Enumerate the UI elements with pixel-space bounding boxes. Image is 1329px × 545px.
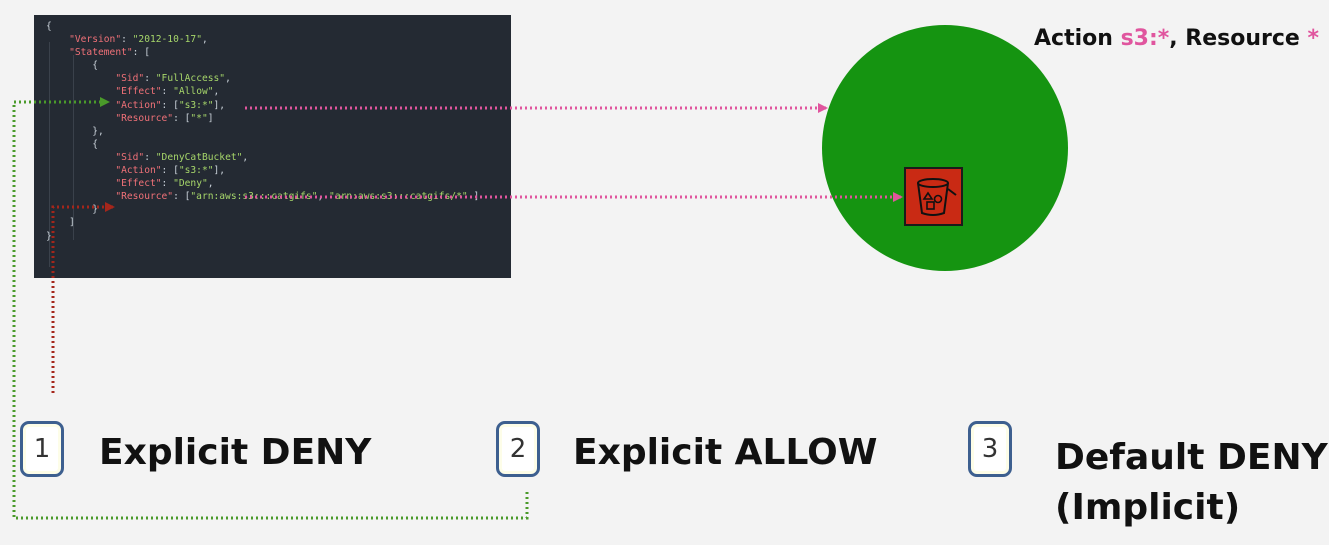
scope-label: Action s3:*, Resource * <box>1034 26 1319 51</box>
indent-guide <box>73 55 74 240</box>
code-line: { <box>46 60 98 72</box>
scope-label-resource: * <box>1307 26 1320 51</box>
code-line: "Effect": "Allow", <box>115 86 220 98</box>
indent-guide <box>49 42 50 267</box>
code-line: }, <box>46 125 104 137</box>
code-line: "Action": ["s3:*"], <box>115 99 226 111</box>
step-number-badge: 1 <box>20 421 64 477</box>
allow-scope-circle <box>822 25 1068 271</box>
code-line: ] <box>46 217 75 229</box>
code-line: "Action": ["s3:*"], <box>115 165 226 177</box>
code-line: } <box>46 204 98 216</box>
step-number: 2 <box>509 434 527 464</box>
code-line: { <box>46 21 52 32</box>
code-line: "Sid": "FullAccess", <box>115 73 231 85</box>
allow-connector <box>12 97 529 520</box>
policy-json-code: { "Version": "2012-10-17", "Statement": … <box>46 20 479 243</box>
code-line: { <box>46 138 98 150</box>
policy-code-panel: { "Version": "2012-10-17", "Statement": … <box>34 15 511 278</box>
code-line: "Effect": "Deny", <box>115 178 214 190</box>
step-number-badge: 3 <box>968 421 1012 477</box>
deny-connector <box>51 202 115 393</box>
code-line: "Version": "2012-10-17", <box>69 34 208 46</box>
step-number: 1 <box>33 434 51 464</box>
step-label: Default DENY (Implicit) <box>1055 437 1328 528</box>
step-label: Explicit ALLOW <box>573 432 878 473</box>
code-line: "Statement": [ <box>69 47 150 59</box>
code-line: "Sid": "DenyCatBucket", <box>115 151 249 163</box>
scope-label-action: s3:* <box>1120 26 1170 51</box>
s3-bucket-icon <box>904 167 963 226</box>
step-number: 3 <box>981 434 999 464</box>
scope-label-middle: , Resource <box>1169 26 1308 51</box>
code-line: "Resource": ["*"] <box>115 112 214 124</box>
code-line: } <box>46 230 52 242</box>
step-number-badge: 2 <box>496 421 540 477</box>
step-label: Explicit DENY <box>99 432 372 473</box>
bucket-glyph <box>917 178 957 216</box>
scope-label-prefix: Action <box>1034 26 1121 51</box>
